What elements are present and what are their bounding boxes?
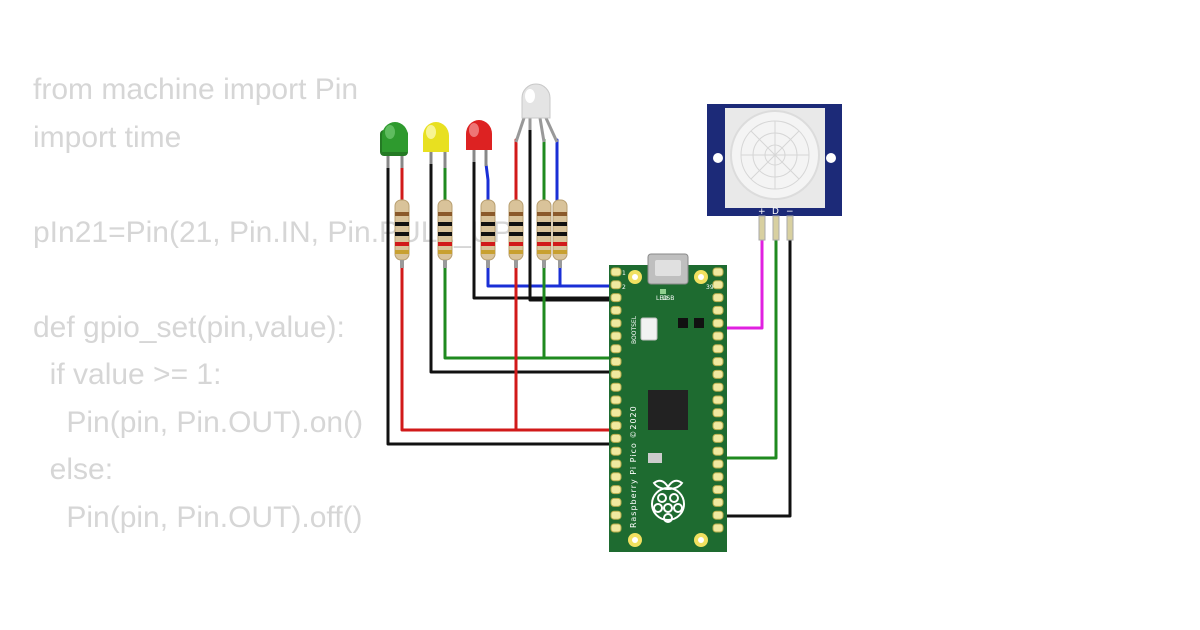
resistor	[508, 199, 524, 268]
pico-pin	[712, 357, 724, 367]
pico-pin	[610, 485, 622, 495]
code-line: Pin(pin, Pin.OUT).off()	[33, 500, 363, 534]
pir-vcc-label: +	[758, 207, 766, 217]
pico-pin	[610, 280, 622, 290]
pin2-label: 2	[622, 284, 626, 291]
resistor	[480, 199, 496, 268]
pico-pin	[712, 408, 724, 418]
raspberry-logo	[651, 479, 685, 523]
wire-black-pir-gnd	[716, 216, 792, 518]
pico-pin	[610, 357, 622, 367]
wire-magenta-pir-vcc	[716, 216, 764, 330]
pico-pin	[610, 408, 622, 418]
pico-pin	[712, 382, 724, 392]
pico-pin	[610, 433, 622, 443]
pico-pin	[610, 344, 622, 354]
wire-red-resistor1-pico	[400, 266, 618, 432]
led-label: LED	[656, 295, 668, 302]
pico-pin	[712, 267, 724, 277]
wire-green-pir-data	[716, 216, 778, 460]
wires	[386, 126, 792, 518]
pico-pin-headers	[610, 267, 724, 533]
wire-black-red-led	[472, 158, 618, 300]
pir-gnd-label: −	[786, 207, 794, 217]
pico-pin	[712, 485, 724, 495]
led-rgb-white	[514, 83, 559, 143]
pico-pin	[610, 497, 622, 507]
pico-pin	[712, 293, 724, 303]
pico-pin	[712, 305, 724, 315]
resistor	[536, 199, 552, 268]
fresnel-lens	[740, 120, 810, 190]
wire-black-yellow-led	[429, 160, 618, 374]
pico-pin	[712, 344, 724, 354]
code-line: from machine import Pin	[33, 73, 359, 106]
pico-pin	[610, 395, 622, 405]
pico-pin	[610, 369, 622, 379]
pin39-label: 39	[706, 284, 714, 291]
code-line: else:	[33, 453, 114, 486]
pico-pin	[610, 318, 622, 328]
pico-pin	[712, 318, 724, 328]
pico-pin	[712, 280, 724, 290]
pico-pin	[610, 459, 622, 469]
pico-pin	[610, 267, 622, 277]
usb-label: USB	[662, 295, 674, 302]
pico-pin	[610, 446, 622, 456]
mounting-holes	[628, 270, 708, 547]
pico-pin	[610, 293, 622, 303]
pico-pin	[712, 510, 724, 520]
pico-pin	[610, 510, 622, 520]
led-red	[466, 120, 492, 166]
led-green	[380, 122, 408, 168]
pico-pin	[712, 446, 724, 456]
resistor	[394, 199, 410, 268]
pico-pin	[610, 331, 622, 341]
wire-black-green-led-gnd	[386, 164, 618, 446]
resistor	[437, 199, 453, 268]
pico-pin	[712, 369, 724, 379]
pico-pin	[610, 523, 622, 533]
wire-blue-resistor3-pico	[486, 266, 618, 288]
code-line: if value >= 1:	[33, 358, 222, 391]
pico-pin	[712, 421, 724, 431]
pir-sensor: + D −	[707, 104, 842, 241]
pico-pin	[712, 523, 724, 533]
board-name: Raspberry Pi Pico ©2020	[629, 405, 638, 528]
pico-pin	[610, 421, 622, 431]
pin1-label: 1	[622, 270, 626, 277]
wire-green-resistor2-pico	[443, 266, 618, 360]
pico-pin	[712, 433, 724, 443]
code-line: Pin(pin, Pin.OUT).on()	[33, 405, 364, 439]
wire-black-rgb	[528, 126, 618, 302]
pir-data-label: D	[772, 207, 779, 217]
pico-pin	[712, 331, 724, 341]
resistors	[394, 199, 568, 268]
bootsel-label: BOOTSEL	[631, 315, 638, 344]
code-line: def gpio_set(pin,value):	[33, 310, 345, 344]
led-yellow	[423, 122, 449, 168]
pico-pin	[610, 382, 622, 392]
pico-pin	[712, 459, 724, 469]
resistor	[552, 199, 568, 268]
pico-pin	[712, 497, 724, 507]
wire-blue-red-led	[484, 162, 490, 202]
pico-pin	[610, 305, 622, 315]
pico-pin	[712, 472, 724, 482]
code-line: import time	[33, 120, 182, 154]
pico-board: 1 2 39 LED USB BOOTSEL Raspberry Pi Pico…	[609, 253, 727, 552]
pico-pin	[712, 395, 724, 405]
pico-pin	[610, 472, 622, 482]
